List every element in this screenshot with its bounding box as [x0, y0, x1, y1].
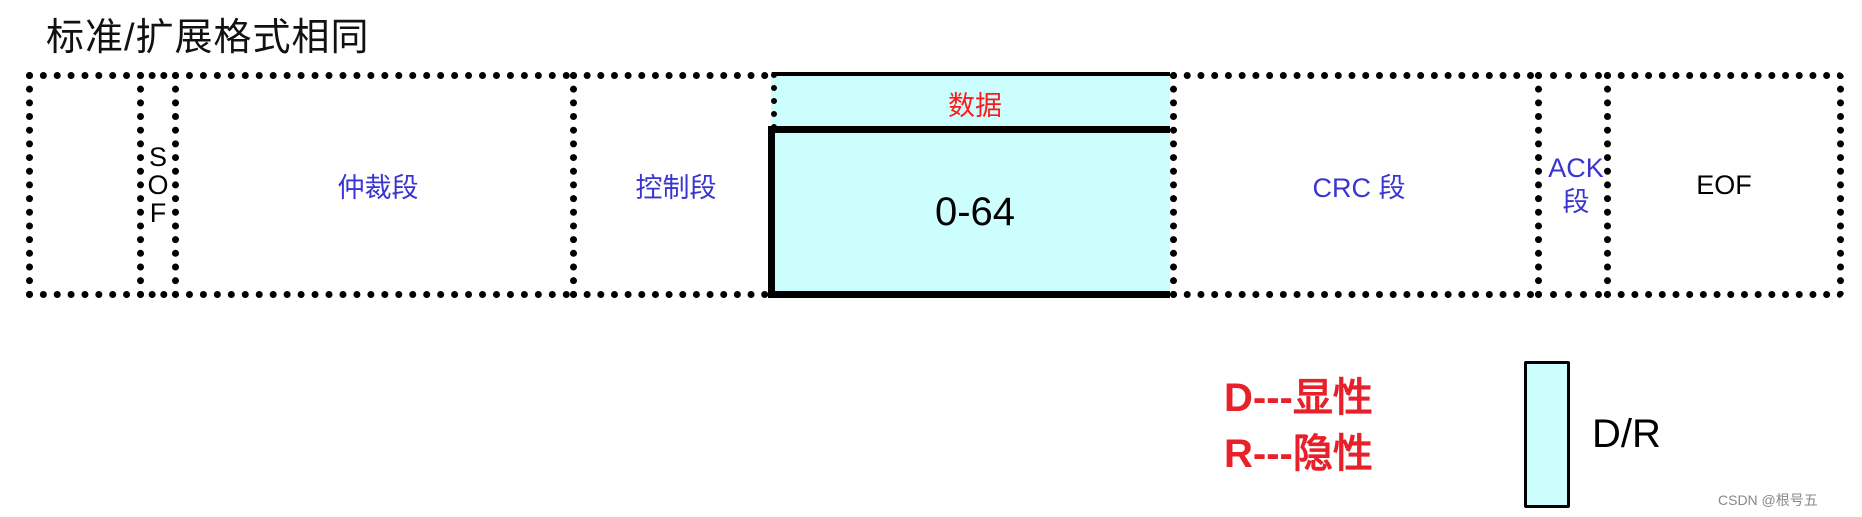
arbitration-segment: 仲裁段 — [172, 72, 584, 298]
dr-legend-box — [1524, 361, 1570, 508]
data-header: 数据 — [771, 72, 1179, 130]
control-segment: 控制段 — [570, 72, 782, 298]
crc-label: CRC 段 — [1312, 172, 1406, 203]
sof-letter-f: F — [149, 198, 167, 228]
watermark: CSDN @根号五 — [1718, 492, 1818, 508]
control-label: 控制段 — [635, 172, 717, 203]
eof-label: EOF — [1696, 169, 1752, 200]
data-header-label: 数据 — [948, 90, 1002, 121]
arbitration-label: 仲裁段 — [337, 172, 419, 203]
crc-segment: CRC 段 — [1170, 72, 1548, 298]
data-length-value: 0-64 — [934, 189, 1016, 234]
dr-legend-label: D/R — [1592, 412, 1661, 456]
ack-label-line1: ACK — [1548, 153, 1604, 183]
legend-dominant: D---显性 — [1224, 376, 1373, 420]
data-segment: 0-64 — [768, 126, 1182, 298]
diagram-title: 标准/扩展格式相同 — [46, 17, 370, 59]
eof-segment: EOF — [1604, 72, 1844, 298]
sof-letter-s: S — [148, 142, 167, 172]
idle-segment — [26, 72, 144, 298]
ack-label-line2: 段 — [1562, 187, 1590, 217]
sof-letter-o: O — [147, 170, 169, 200]
legend-recessive: R---隐性 — [1224, 432, 1373, 476]
